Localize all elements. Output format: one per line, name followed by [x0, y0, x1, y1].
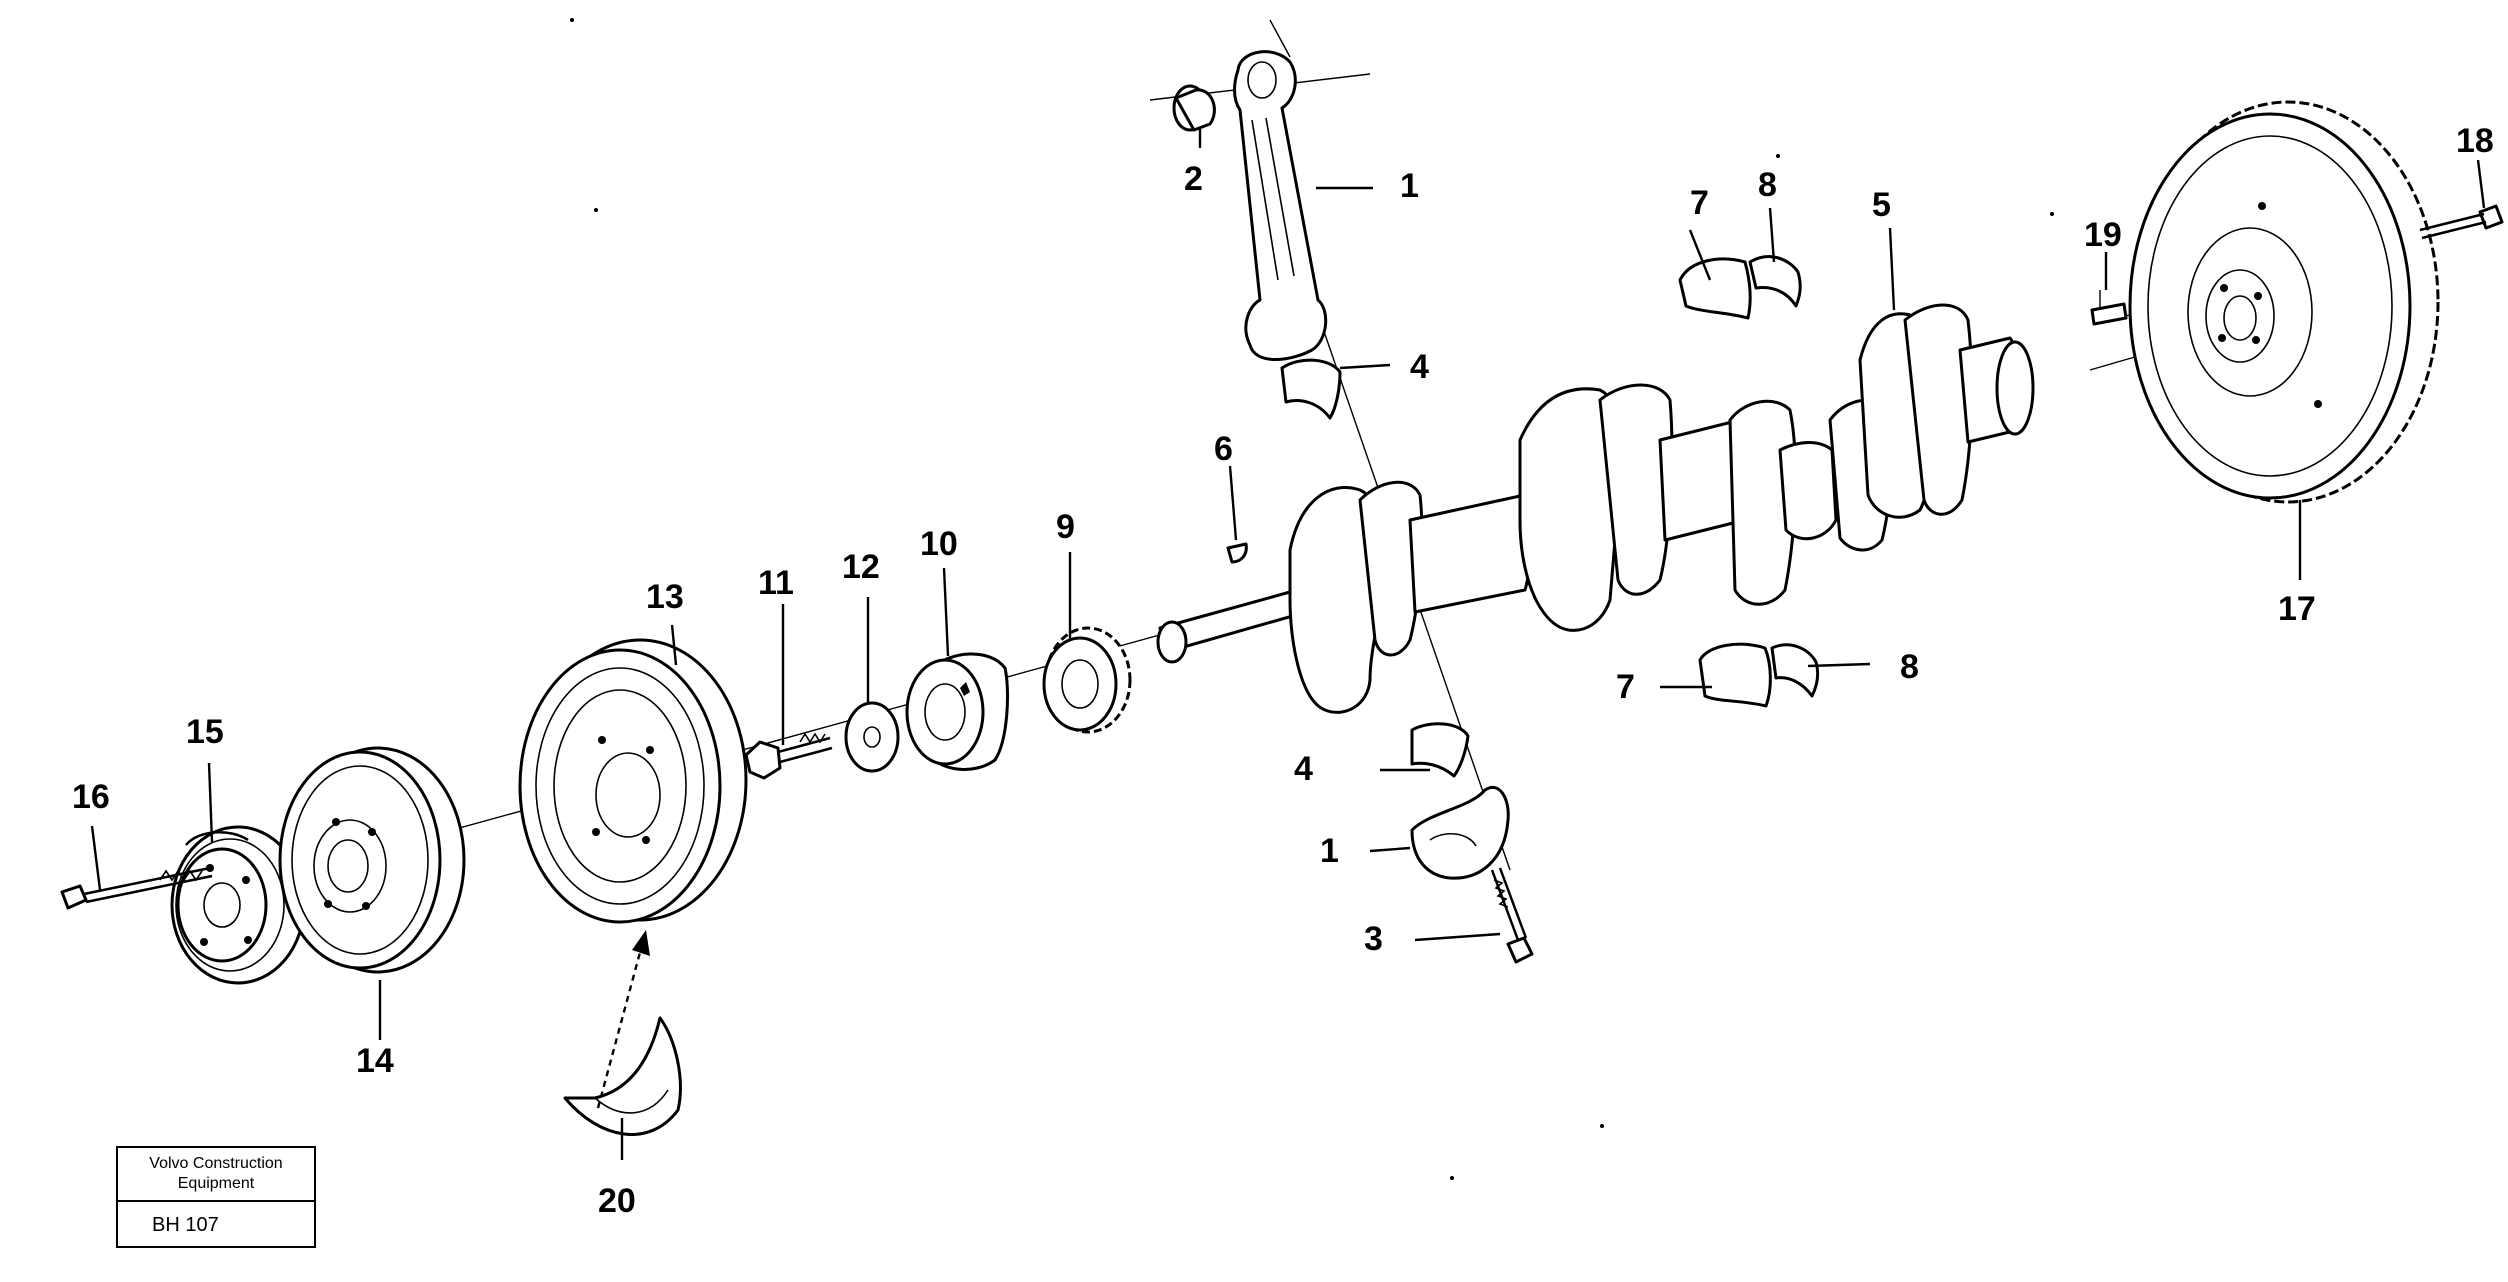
part-2-bushing [1172, 84, 1216, 132]
part-1-connecting-rod [1233, 50, 1328, 361]
label-7-upper: 7 [1690, 184, 1709, 222]
part-12-washer [844, 701, 900, 773]
label-9: 9 [1056, 508, 1075, 546]
label-20: 20 [598, 1182, 636, 1220]
part-4-lower-bearing [1410, 722, 1470, 778]
label-1-rod: 1 [1400, 167, 1419, 205]
part-1-rod-cap [1410, 786, 1510, 880]
label-15: 15 [186, 713, 224, 751]
label-5: 5 [1872, 186, 1891, 224]
part-11-bolt [744, 732, 833, 780]
drawing-code: BH 107 [152, 1213, 219, 1236]
company-line-1: Volvo Construction [149, 1155, 283, 1172]
label-4-upper: 4 [1410, 348, 1429, 386]
label-4-lower: 4 [1294, 750, 1313, 788]
part-7-8-upper-bearings [1678, 255, 1802, 320]
label-8-lower: 8 [1900, 648, 1919, 686]
label-16: 16 [72, 778, 110, 816]
label-10: 10 [920, 525, 958, 563]
part-10-hub [905, 652, 1010, 771]
part-9-gear [1042, 626, 1132, 734]
part-6-key [1226, 542, 1248, 564]
part-18-bolt [2419, 204, 2504, 240]
part-13-damper [518, 638, 748, 924]
part-17-flywheel [2128, 100, 2440, 504]
company-line-2: Equipment [177, 1175, 255, 1192]
part-14-pulley [278, 746, 466, 974]
title-block: Volvo Construction Equipment BH 107 [116, 1146, 316, 1248]
label-3: 3 [1364, 920, 1383, 958]
scan-specks [570, 18, 2054, 1180]
label-11: 11 [758, 564, 794, 602]
part-7-8-lower-bearings [1698, 642, 1820, 708]
part-20-bearing-shell [563, 930, 682, 1136]
part-16-bolt [60, 866, 213, 910]
label-12: 12 [842, 548, 880, 586]
part-4-upper-bearing [1280, 358, 1342, 420]
part-15-pulley-hub [170, 825, 306, 985]
label-19: 19 [2084, 216, 2122, 254]
part-19-dowel [2090, 290, 2128, 326]
label-1-cap: 1 [1320, 832, 1339, 870]
label-14: 14 [356, 1042, 394, 1080]
label-2: 2 [1184, 160, 1203, 198]
label-17: 17 [2278, 590, 2316, 628]
label-13: 13 [646, 578, 684, 616]
label-18: 18 [2456, 122, 2494, 160]
company-name: Volvo Construction Equipment [118, 1148, 314, 1202]
label-8-upper: 8 [1758, 166, 1777, 204]
part-5-crankshaft [1156, 303, 2035, 714]
label-7-lower: 7 [1616, 668, 1635, 706]
part-number-labels: 1 2 4 6 7 8 5 19 18 17 7 8 9 10 12 11 13… [72, 122, 2494, 1220]
part-3-rod-bolt [1490, 867, 1534, 964]
leader-lines [90, 128, 2486, 1160]
label-6: 6 [1214, 430, 1233, 468]
